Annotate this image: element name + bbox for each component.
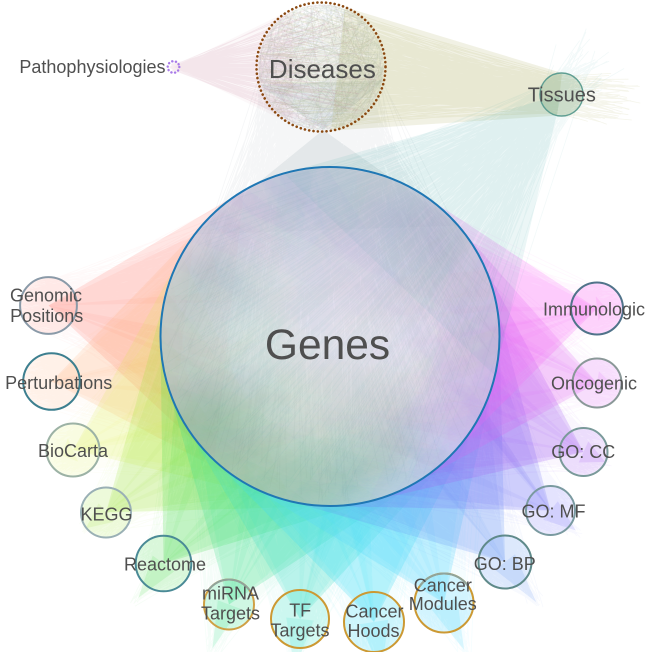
svg-text:Immunologic: Immunologic [543, 300, 645, 320]
svg-text:Oncogenic: Oncogenic [551, 374, 637, 394]
svg-text:KEGG: KEGG [80, 504, 132, 524]
svg-text:TF: TF [289, 600, 311, 620]
svg-text:Cancer: Cancer [345, 601, 403, 621]
svg-text:Genes: Genes [265, 322, 390, 369]
svg-text:Modules: Modules [409, 594, 477, 614]
svg-text:Targets: Targets [201, 603, 260, 623]
svg-text:GO: CC: GO: CC [551, 442, 615, 462]
svg-text:Hoods: Hoods [347, 621, 399, 641]
svg-text:Genomic: Genomic [10, 286, 82, 306]
svg-text:Diseases: Diseases [269, 54, 376, 84]
svg-text:Positions: Positions [10, 306, 83, 326]
svg-text:Cancer: Cancer [414, 576, 472, 596]
svg-text:miRNA: miRNA [202, 583, 259, 603]
svg-text:GO: BP: GO: BP [474, 554, 536, 574]
svg-text:Tissues: Tissues [528, 85, 596, 107]
svg-text:Reactome: Reactome [124, 554, 206, 574]
svg-text:GO: MF: GO: MF [522, 501, 586, 521]
svg-text:BioCarta: BioCarta [38, 441, 109, 461]
svg-text:Perturbations: Perturbations [5, 373, 112, 393]
svg-text:Targets: Targets [270, 620, 329, 640]
svg-text:Pathophysiologies: Pathophysiologies [19, 57, 165, 77]
